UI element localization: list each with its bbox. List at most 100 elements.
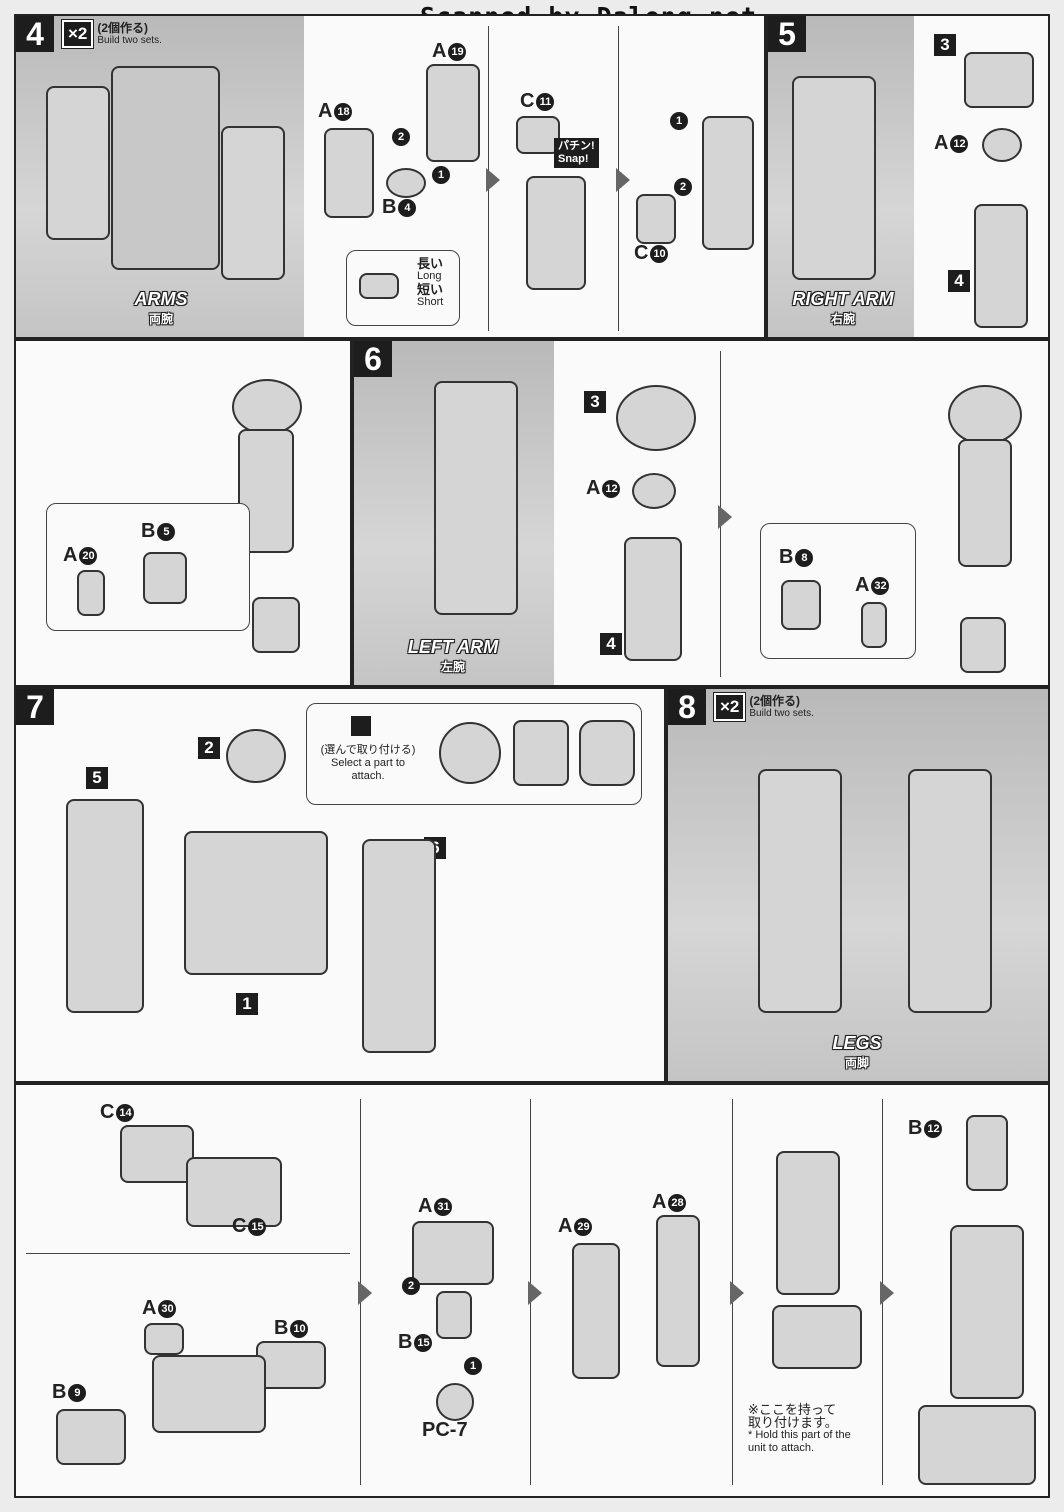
multiplier-jp: (2個作る) — [97, 20, 149, 35]
torso-outline — [111, 66, 220, 270]
left-arm-outline — [434, 381, 518, 615]
left-arm-caption: LEFT ARM 左腕 — [368, 637, 538, 675]
part-a31 — [412, 1221, 494, 1285]
order-2-marker: 2 — [402, 1277, 420, 1295]
order-2-marker: 2 — [392, 128, 410, 146]
hold-en-line-2: unit to attach. — [748, 1442, 815, 1454]
part-b4 — [386, 168, 426, 198]
caption-jp: 右腕 — [830, 312, 855, 326]
subassembly-1: 1 — [236, 993, 258, 1015]
hold-en-line-1: * Hold this part of the — [748, 1429, 851, 1441]
part-b8 — [781, 580, 821, 630]
leg-right — [908, 769, 992, 1013]
torso-assembly — [184, 831, 328, 975]
part-a20 — [77, 570, 105, 616]
caption-en: ARMS — [134, 289, 188, 309]
part-a12 — [632, 473, 676, 509]
part-a18 — [324, 128, 374, 218]
foot-guard — [772, 1305, 862, 1369]
multiplier-jp: (2個作る) — [749, 693, 801, 708]
build-two-sets: ×2 (2個作る)Build two sets. — [712, 692, 814, 722]
order-1-marker: 1 — [464, 1357, 482, 1375]
part-pc7-label: PC-7 — [422, 1419, 468, 1441]
step-number: 4 — [16, 16, 54, 52]
hand-assembly — [252, 597, 300, 653]
hold-note: ※ここを持って 取り付けます。 * Hold this part of the … — [748, 1403, 878, 1455]
caption-jp: 左腕 — [440, 660, 465, 674]
part-c11 — [516, 116, 560, 154]
washer-diagram — [359, 273, 399, 299]
caption-en: RIGHT ARM — [792, 289, 894, 309]
shoulder-top — [232, 379, 302, 435]
left-arm-illustration — [354, 341, 554, 685]
arms-illustration — [16, 16, 304, 337]
length-callout: 長い Long 短い Short — [346, 250, 460, 326]
part-b10 — [256, 1341, 326, 1389]
right-arm-outline — [792, 76, 876, 280]
flow-arrow — [880, 1281, 894, 1305]
short-jp: 短い — [417, 282, 444, 297]
part-b12 — [966, 1115, 1008, 1191]
head-option-1 — [439, 722, 501, 784]
long-jp: 長い — [417, 256, 444, 271]
flow-arrow — [616, 168, 630, 192]
head-unit — [226, 729, 286, 783]
caption-jp: 両脚 — [844, 1056, 869, 1070]
head-options-callout: (選んで取り付ける) Select a part to attach. — [306, 703, 642, 805]
build-two-sets: ×2 (2個作る)Build two sets. — [60, 19, 162, 49]
part-a32 — [861, 602, 887, 648]
arm-assembly — [958, 439, 1012, 567]
flow-arrow — [718, 505, 732, 529]
part-c15 — [186, 1157, 282, 1227]
multiplier-badge: ×2 — [712, 692, 747, 722]
complete-foot — [918, 1405, 1036, 1485]
order-1-marker: 1 — [670, 112, 688, 130]
caption-en: LEGS — [832, 1033, 882, 1053]
step-7-panel: 7 5 2 1 6 (選んで取り付ける) Select a part to at… — [14, 687, 666, 1083]
step-number: 5 — [768, 16, 806, 52]
subassembly-4: 4 — [948, 270, 970, 292]
flow-arrow — [528, 1281, 542, 1305]
flow-arrow — [358, 1281, 372, 1305]
hand-assembly — [960, 617, 1006, 673]
subassembly-3: 3 — [584, 391, 606, 413]
head-option-3 — [579, 720, 635, 786]
head-option-2 — [513, 720, 569, 786]
order-1-marker: 1 — [432, 166, 450, 184]
step-number: 6 — [354, 341, 392, 377]
shoulder-armor — [616, 385, 696, 451]
part-a19 — [426, 64, 480, 162]
snap-badge: パチン! Snap! — [554, 138, 599, 168]
part-a12 — [982, 128, 1022, 162]
step-8-panel: 8 ×2 (2個作る)Build two sets. LEGS 両脚 — [666, 687, 1050, 1083]
arm-assembly — [624, 537, 682, 661]
ankle-assembly — [152, 1355, 266, 1433]
part-c14 — [120, 1125, 194, 1183]
subassembly-4: 4 — [600, 633, 622, 655]
legs-illustration — [668, 689, 1048, 1081]
short-en: Short — [417, 296, 444, 308]
multiplier-en: Build two sets. — [749, 707, 814, 719]
shoulder-top — [948, 385, 1022, 445]
part-b5 — [143, 552, 187, 604]
order-2-marker: 2 — [674, 178, 692, 196]
